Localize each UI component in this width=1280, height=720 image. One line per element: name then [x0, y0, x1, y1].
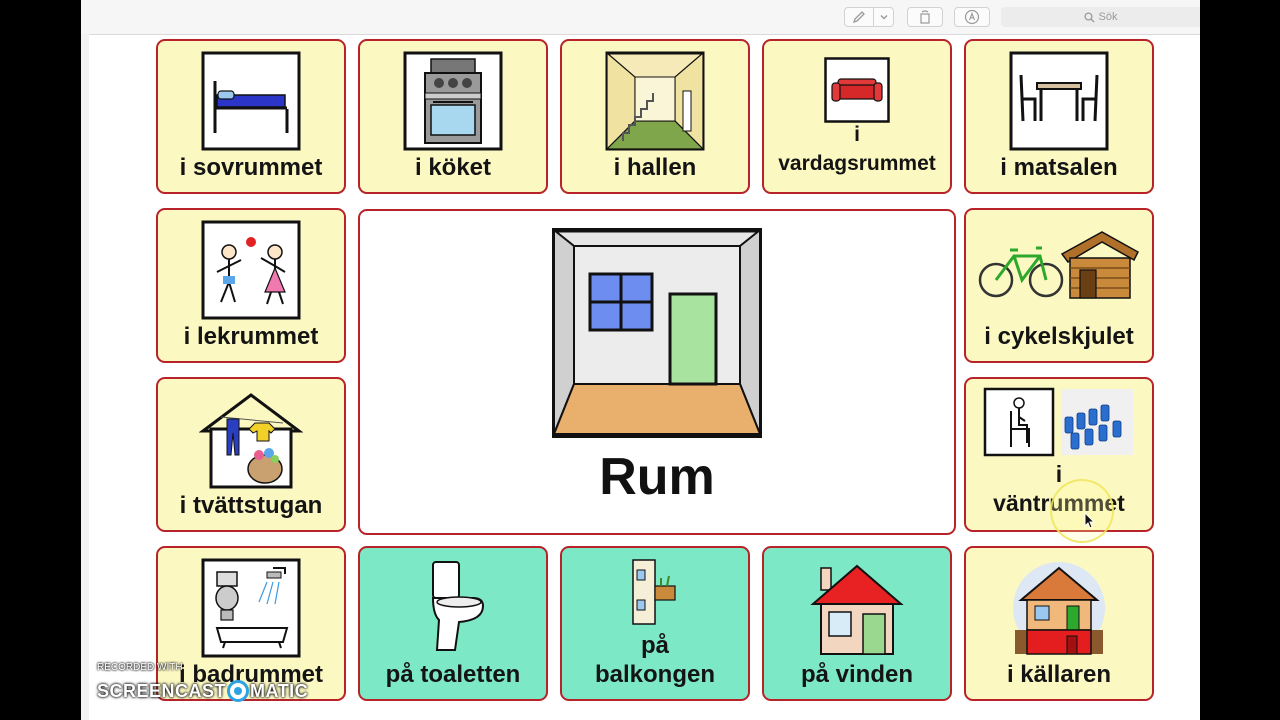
toilet-icon [431, 561, 485, 651]
cell-hallen[interactable]: i hallen [560, 39, 750, 194]
cell-balkongen[interactable]: på balkongen [560, 546, 750, 701]
cell-label: i källaren [1006, 661, 1112, 688]
search-input[interactable]: Sök [1001, 7, 1200, 27]
cell-kallaren[interactable]: i källaren [964, 546, 1154, 701]
cell-vinden[interactable]: på vinden [762, 546, 952, 701]
bathroom-icon [201, 558, 301, 658]
cell-label-line1: i [1055, 461, 1063, 487]
cell-tvattstugan[interactable]: i tvättstugan [156, 377, 346, 532]
attic-house-icon [810, 564, 904, 655]
cell-label: i köket [414, 154, 492, 181]
magnifier-icon [1083, 11, 1095, 22]
rotate-button[interactable] [907, 7, 943, 27]
cell-label: i hallen [613, 154, 697, 181]
watermark-brand: SCREENCAST MATIC [97, 680, 308, 702]
stove-icon [403, 51, 503, 151]
click-highlight-ring [1050, 479, 1114, 543]
viewer-toolbar: Sök [81, 0, 1200, 35]
cell-label-line1: på [640, 632, 669, 659]
cell-sovrummet[interactable]: i sovrummet [156, 39, 346, 194]
search-placeholder: Sök [1098, 11, 1118, 23]
screencast-watermark: RECORDED WITH SCREENCAST MATIC [97, 662, 337, 712]
cell-matsalen[interactable]: i matsalen [964, 39, 1154, 194]
cell-label: på toaletten [385, 661, 521, 688]
cell-label-line2: vardagsrummet [778, 152, 936, 175]
hallway-stairs-icon [605, 51, 705, 151]
pen-icon [852, 11, 865, 24]
bicycle-and-shed-icon [978, 231, 1139, 299]
topic-title: Rum [599, 448, 715, 506]
pdf-viewer-window: Sök i sovrummet [81, 0, 1200, 720]
watermark-brand-part1: SCREENCAST [97, 680, 227, 701]
cell-toaletten[interactable]: på toaletten [358, 546, 548, 701]
pen-tool-button[interactable] [844, 7, 874, 27]
watermark-logo-icon [227, 680, 250, 702]
bed-icon [201, 51, 301, 151]
communication-board: i sovrummet i köket [81, 34, 1200, 720]
cell-label-line1: i [854, 123, 860, 146]
cell-cykelskjulet[interactable]: i cykelskjulet [964, 208, 1154, 363]
mouse-cursor-icon [1084, 512, 1096, 529]
markup-button[interactable] [954, 7, 990, 27]
topic-card[interactable]: Rum [358, 209, 956, 535]
laundry-house-icon [199, 393, 303, 489]
cell-badrummet[interactable]: i badrummet [156, 546, 346, 701]
markup-circle-icon [964, 9, 980, 25]
cell-vardagsrummet[interactable]: i vardagsrummet [762, 39, 952, 194]
cell-label: i tvättstugan [179, 492, 323, 519]
cellar-house-icon [1013, 562, 1105, 655]
children-playing-ball-icon [201, 220, 301, 320]
watermark-caption: RECORDED WITH [97, 662, 183, 673]
cell-label: i lekrummet [183, 323, 319, 350]
chevron-down-icon [880, 15, 887, 20]
cell-lekrummet[interactable]: i lekrummet [156, 208, 346, 363]
room-icon [552, 228, 762, 438]
cell-label: i sovrummet [179, 154, 323, 181]
cell-label-line2: balkongen [594, 661, 715, 688]
watermark-brand-part2: MATIC [250, 680, 309, 701]
cell-label: i cykelskjulet [984, 323, 1134, 350]
cell-label: i vardagsrummet [764, 120, 950, 178]
cell-label: på balkongen [562, 631, 748, 689]
cell-label: på vinden [800, 661, 914, 688]
pen-options-button[interactable] [874, 7, 894, 27]
rotate-icon [920, 10, 930, 24]
cell-label: i matsalen [1000, 154, 1118, 181]
sidebar-edge [81, 34, 89, 720]
balcony-icon [632, 559, 676, 625]
sofa-icon [824, 57, 890, 123]
cell-label: i badrummet [178, 661, 324, 688]
dining-table-icon [1009, 51, 1109, 151]
cell-koket[interactable]: i köket [358, 39, 548, 194]
waiting-room-chairs-icon [983, 387, 1133, 457]
